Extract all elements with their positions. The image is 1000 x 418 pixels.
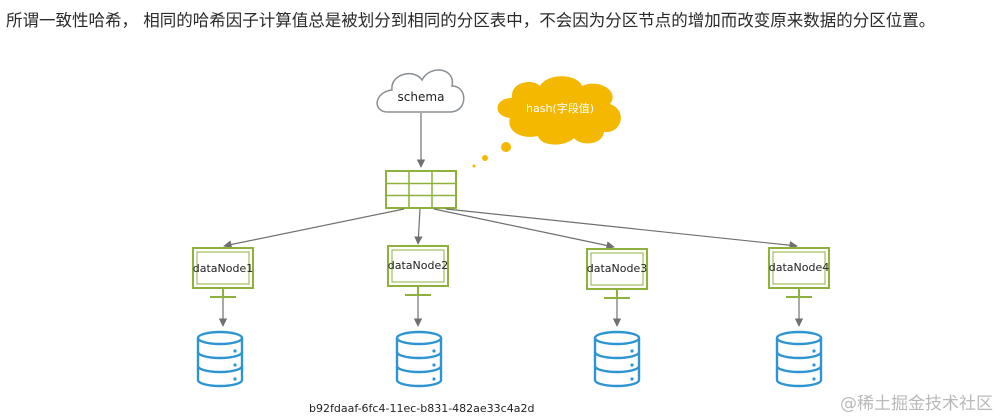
data-node-4: dataNode4: [768, 247, 830, 298]
node-label-4: dataNode4: [769, 261, 829, 274]
arrow-to-node-2: [414, 208, 423, 245]
data-node-2: dataNode2: [387, 245, 449, 296]
watermark: @稀土掘金技术社区: [840, 394, 993, 414]
data-node-3: dataNode3: [586, 248, 648, 299]
node-label-2: dataNode2: [388, 259, 448, 272]
arrow-to-node-3: [433, 208, 615, 250]
node-label-1: dataNode1: [193, 262, 253, 275]
hash-thought-bubble: hash(字段值): [472, 76, 621, 168]
node-label-3: dataNode3: [587, 262, 647, 275]
arrow-to-node-4: [445, 208, 798, 250]
database-icon-1: [196, 330, 244, 388]
storage-arrows: [218, 296, 804, 327]
schema-label: schema: [398, 90, 445, 104]
hash-label: hash(字段值): [526, 101, 594, 115]
schema-cloud: schema: [376, 69, 465, 113]
data-node-1: dataNode1: [192, 247, 254, 298]
arrow-to-node-1: [223, 208, 405, 249]
database-icon-3: [593, 330, 641, 388]
id-caption: b92fdaaf-6fc4-11ec-b831-482ae33c4a2d: [309, 402, 534, 415]
database-icon-2: [395, 330, 443, 388]
distribution-arrows: [223, 208, 798, 250]
intro-paragraph: 所谓一致性哈希， 相同的哈希因子计算值总是被划分到相同的分区表中，不会因为分区节…: [6, 11, 936, 30]
database-icon-4: [775, 330, 823, 388]
partition-table: [385, 170, 457, 209]
